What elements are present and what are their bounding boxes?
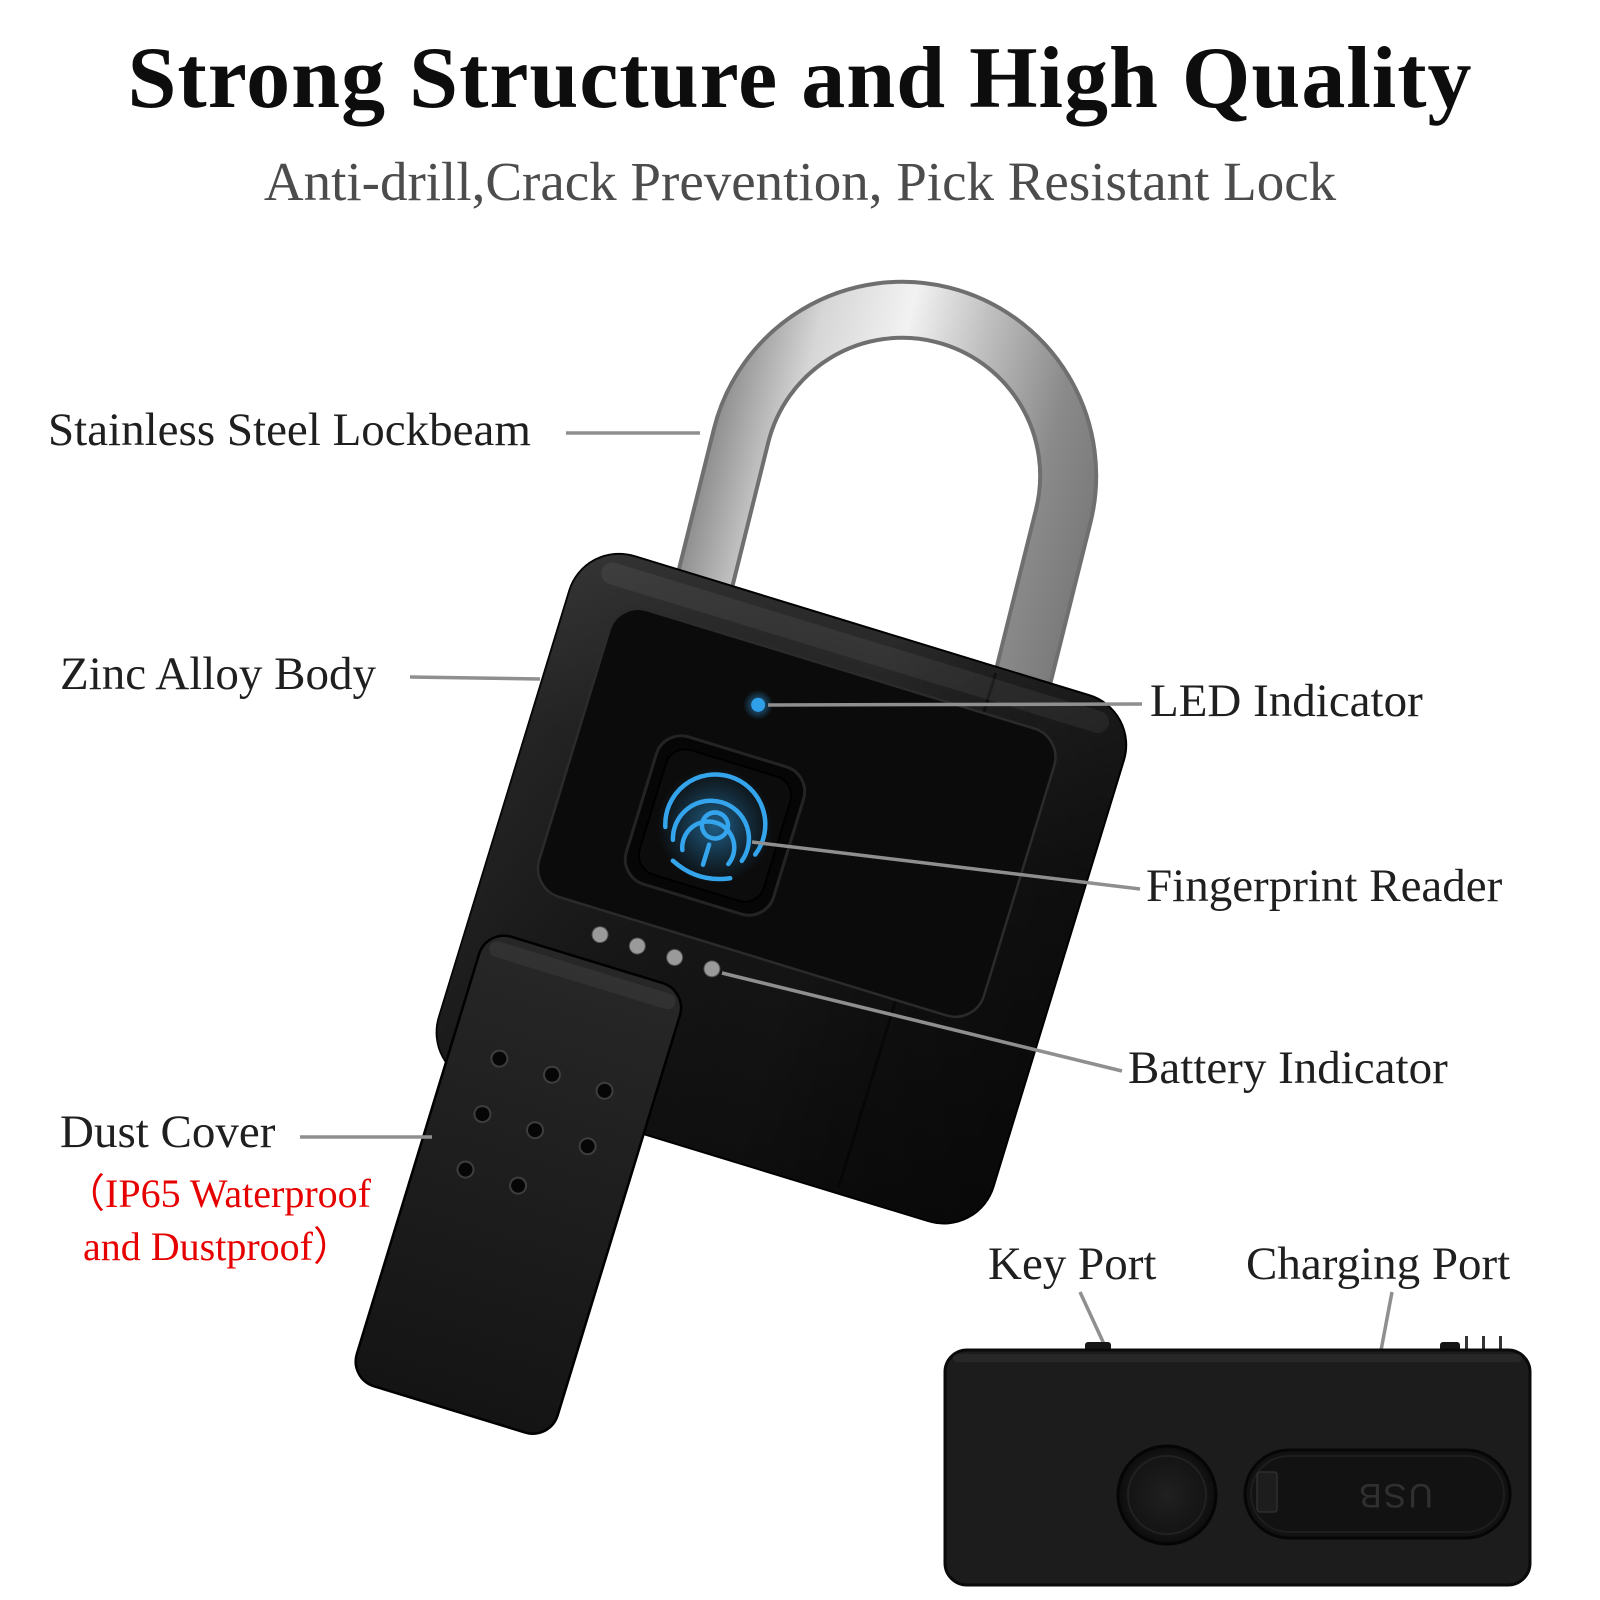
bottom-view-top-bevel bbox=[953, 1354, 1522, 1362]
page-subtitle: Anti-drill,Crack Prevention, Pick Resist… bbox=[263, 151, 1337, 212]
label-battery: Battery Indicator bbox=[1128, 1042, 1448, 1094]
label-dust-cover-note-line2: and Dustproof） bbox=[83, 1223, 353, 1269]
battery-indicator-dots bbox=[591, 926, 721, 978]
lock-body-group bbox=[354, 552, 1128, 1435]
label-lockbeam: Stainless Steel Lockbeam bbox=[48, 404, 531, 456]
bottom-view: USB bbox=[943, 1336, 1532, 1587]
shackle-steel bbox=[669, 283, 1095, 746]
leader-line-battery bbox=[721, 971, 1123, 1073]
dust-cover bbox=[354, 934, 683, 1435]
bottom-view-ticks bbox=[1465, 1336, 1502, 1349]
leader-line-fingerprint bbox=[751, 840, 1141, 891]
led-light bbox=[751, 697, 766, 712]
leader-line-body bbox=[409, 675, 541, 681]
label-dust-cover: Dust Cover bbox=[60, 1106, 276, 1158]
charging-port bbox=[1243, 1448, 1512, 1540]
dust-cover-top-bevel bbox=[489, 941, 676, 1010]
leader-lines bbox=[300, 431, 1394, 1479]
page-title: Strong Structure and High Quality bbox=[127, 30, 1473, 127]
label-led: LED Indicator bbox=[1150, 675, 1423, 727]
label-zinc-body: Zinc Alloy Body bbox=[60, 648, 376, 700]
label-key-port: Key Port bbox=[988, 1238, 1157, 1290]
body-top-bevel bbox=[601, 562, 1109, 733]
dust-cover-holes bbox=[456, 1049, 614, 1195]
label-fingerprint: Fingerprint Reader bbox=[1146, 860, 1503, 912]
charging-port-rim bbox=[1250, 1455, 1505, 1533]
label-dust-cover-note-line1: （IP65 Waterproof bbox=[65, 1171, 371, 1216]
fingerprint-icon bbox=[656, 767, 773, 884]
key-port bbox=[1116, 1444, 1218, 1546]
label-dust-cover-note: （IP65 Waterproof and Dustproof） bbox=[38, 1168, 398, 1274]
key-port-rim bbox=[1127, 1455, 1207, 1535]
leader-line-led bbox=[767, 702, 1143, 707]
usb-label: USB bbox=[1357, 1476, 1433, 1514]
shackle bbox=[666, 279, 1099, 747]
charging-port-latch bbox=[1256, 1471, 1278, 1513]
label-charging-port: Charging Port bbox=[1246, 1238, 1511, 1290]
